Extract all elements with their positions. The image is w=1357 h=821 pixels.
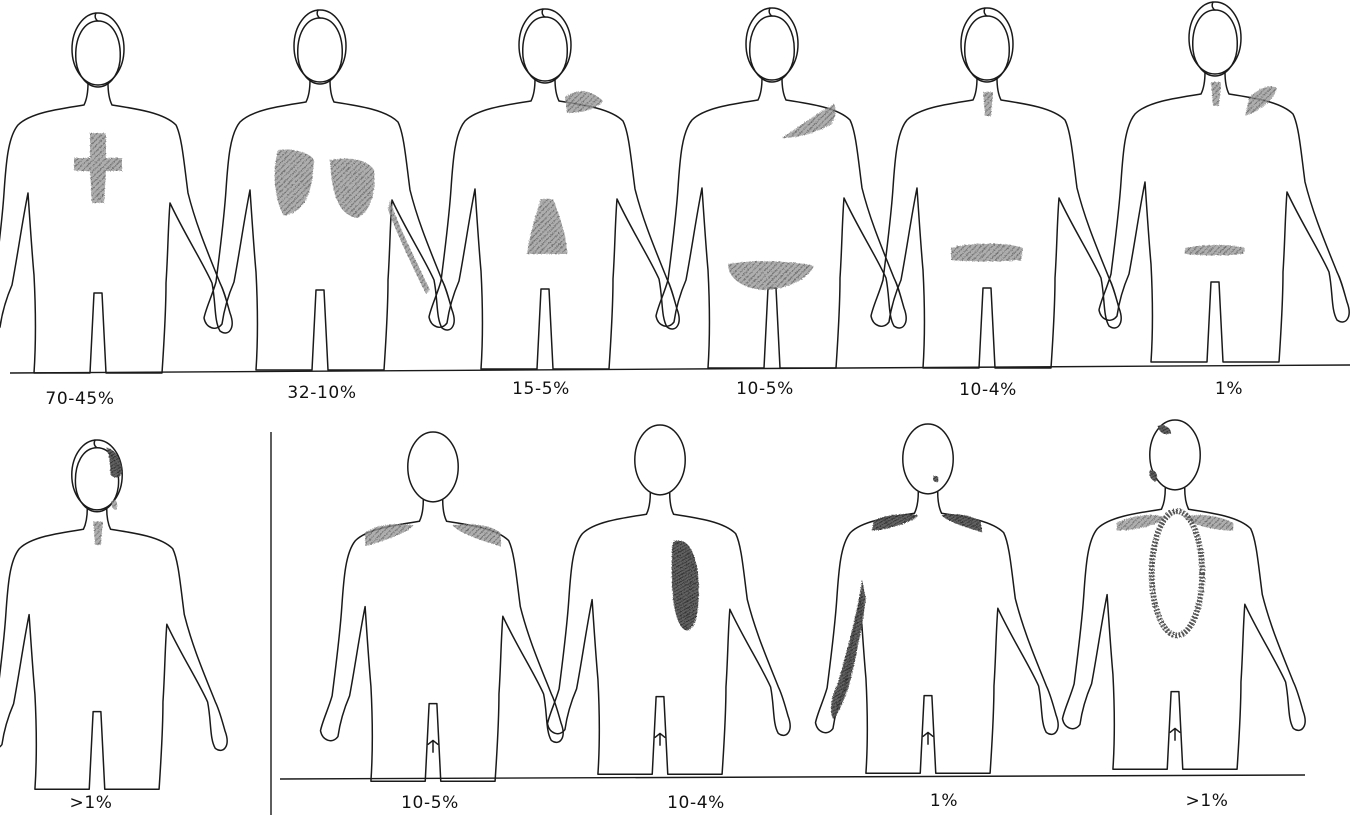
spine-mark (923, 732, 933, 744)
body-outline (547, 425, 790, 774)
front-view-figure (204, 10, 454, 370)
pain-shading (452, 524, 501, 546)
body-outline (815, 424, 1058, 773)
pain-shading (728, 261, 814, 290)
pain-shading (107, 448, 123, 478)
pain-shading (1185, 245, 1245, 256)
pain-shading (74, 133, 122, 203)
face-outline (523, 17, 568, 83)
body-outline (1099, 2, 1349, 362)
front-view-figure (0, 440, 227, 789)
spine-mark (655, 733, 665, 745)
frequency-label: >1% (69, 793, 112, 813)
top-row-baseline (10, 365, 1350, 373)
body-outline (429, 9, 679, 369)
face-outline (750, 16, 795, 82)
head-outline (408, 432, 458, 502)
back-view-figure (320, 432, 563, 781)
front-view-figure (1099, 2, 1349, 362)
pain-shading (1149, 470, 1157, 482)
pain-shading (388, 200, 430, 294)
pain-shading (942, 514, 983, 533)
pain-shading (112, 500, 117, 510)
body-outline (656, 8, 906, 368)
frequency-label: 15-5% (512, 379, 570, 399)
spine-mark (1170, 728, 1180, 740)
pain-shading (872, 514, 919, 531)
back-view-figure (815, 424, 1058, 773)
back-view-figure (1062, 420, 1305, 769)
frequency-label: 1% (1215, 379, 1243, 399)
pain-shading (330, 158, 374, 218)
body-outline (871, 8, 1121, 368)
head-outline (903, 424, 953, 494)
front-view-figure (0, 13, 232, 373)
frequency-label: 32-10% (287, 383, 356, 403)
frequency-label: 70-45% (45, 389, 114, 409)
spine-mark (428, 740, 438, 752)
face-outline (965, 16, 1010, 82)
pain-shading (565, 91, 603, 113)
frequency-label: 10-4% (667, 793, 725, 813)
pain-shading (951, 244, 1023, 262)
pain-shading (782, 104, 836, 138)
pain-shading (983, 92, 993, 116)
pain-shading (275, 149, 314, 216)
head-outline (635, 425, 685, 495)
pain-shading (933, 476, 938, 482)
frequency-label: 10-4% (959, 380, 1017, 400)
body-outline (320, 432, 563, 781)
back-ring-shading (1152, 511, 1202, 635)
front-view-figure (871, 8, 1121, 368)
pain-shading (1211, 82, 1221, 106)
pain-shading (527, 199, 567, 254)
body-outline (204, 10, 454, 370)
back-view-figure (547, 425, 790, 774)
body-outline (0, 440, 227, 789)
pain-shading (672, 541, 699, 631)
pain-shading (93, 521, 103, 544)
bottom-row-baseline (280, 775, 1305, 779)
frequency-label: 10-5% (401, 793, 459, 813)
body-outline (1062, 420, 1305, 769)
frequency-label: >1% (1185, 791, 1228, 811)
face-outline (1193, 10, 1238, 76)
face-outline (298, 18, 343, 84)
pain-shading (365, 524, 414, 546)
head-outline (1150, 420, 1200, 490)
frequency-label: 10-5% (736, 379, 794, 399)
frequency-label: 1% (930, 791, 958, 811)
pain-shading (1158, 425, 1172, 434)
front-view-figure (656, 8, 906, 368)
pain-shading (1245, 86, 1277, 116)
face-outline (76, 21, 121, 87)
front-view-figure (429, 9, 679, 369)
body-outline (0, 13, 232, 373)
